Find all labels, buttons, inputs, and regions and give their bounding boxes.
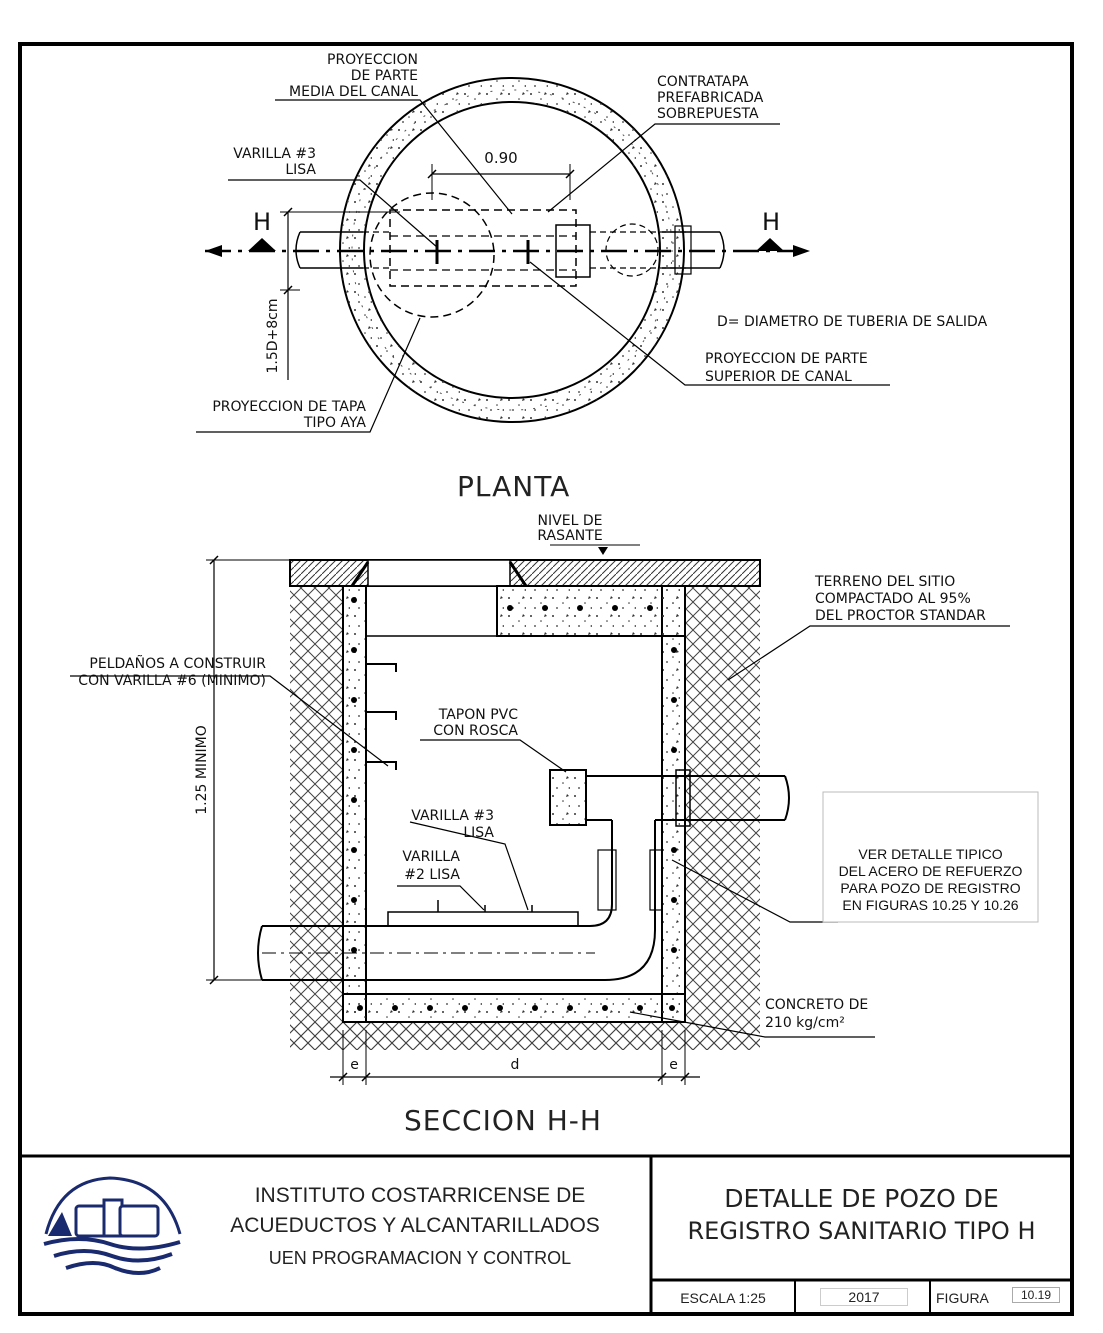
plan-label-proj-media-3: MEDIA DEL CANAL [289,84,418,100]
section-dim-minimo: 1.25 MINIMO [194,725,210,815]
plan-label-proj-media-1: PROYECCION [327,52,418,68]
plan-label-contratapa-1: CONTRATAPA [657,74,749,90]
section-dim-d: d [510,1057,520,1073]
section-note-2: DEL ACERO DE REFUERZO [838,863,1023,879]
plan-label-contratapa-3: SOBREPUESTA [657,106,759,122]
plan-label-tapa-2: TIPO AYA [303,415,366,431]
section-note-3: PARA POZO DE REGISTRO [840,880,1021,896]
section-label-var2-2: #2 LISA [404,867,460,883]
figure-number: 10.19 [1012,1287,1060,1303]
section-label-var3-2: LISA [463,825,494,841]
plan-section-mark-right: H [762,208,781,236]
section-title: SECCION H-H [404,1104,602,1137]
plan-label-diametro: D= DIAMETRO DE TUBERIA DE SALIDA [717,314,988,330]
org-line-2: ACUEDUCTOS Y ALCANTARILLADOS [230,1214,600,1237]
scale-label: ESCALA 1:25 [680,1290,766,1306]
plan-label-proj-sup-2: SUPERIOR DE CANAL [705,369,852,385]
drawing-title-2: REGISTRO SANITARIO TIPO H [687,1217,1036,1245]
section-label-peldanos-1: PELDAÑOS A CONSTRUIR [89,656,266,672]
plan-label-proj-media-2: DE PARTE [350,68,418,84]
org-line-3: UEN PROGRAMACION Y CONTROL [268,1248,572,1268]
section-label-tapon-1: TAPON PVC [438,707,518,723]
plan-dim-vertical: 1.5D+8cm [265,298,281,374]
section-view [70,544,1039,1085]
section-label-terreno-1: TERRENO DEL SITIO [815,574,956,590]
section-note-1: VER DETALLE TIPICO [858,846,1003,862]
section-label-terreno-3: DEL PROCTOR STANDAR [815,608,986,624]
section-label-concreto-1: CONCRETO DE [765,997,869,1013]
section-label-nivel-1: NIVEL DE [537,513,603,529]
plan-label-tapa-1: PROYECCION DE TAPA [212,399,366,415]
section-note-4: EN FIGURAS 10.25 Y 10.26 [842,897,1019,913]
org-line-1: INSTITUTO COSTARRICENSE DE [254,1184,586,1207]
plan-label-varilla-2: LISA [285,162,316,178]
section-label-concreto-2: 210 kg/cm² [765,1015,845,1031]
plan-label-contratapa-2: PREFABRICADA [657,90,764,106]
section-label-var3-1: VARILLA #3 [411,808,494,824]
plan-section-mark-left: H [253,208,272,236]
section-dim-e-right: e [669,1057,678,1073]
section-label-var2-1: VARILLA [402,849,460,865]
section-label-peldanos-2: CON VARILLA #6 (MINIMO) [78,673,266,689]
aya-logo-icon [43,1176,182,1275]
year-label: 2017 [820,1288,908,1306]
section-label-terreno-2: COMPACTADO AL 95% [815,591,971,607]
section-dim-e-left: e [350,1057,359,1073]
plan-title: PLANTA [457,470,571,503]
figure-label: FIGURA [936,1290,989,1306]
section-label-tapon-2: CON ROSCA [433,723,518,739]
plan-view [196,77,890,433]
drawing-title-1: DETALLE DE POZO DE [724,1184,999,1213]
plan-dim-090: 0.90 [484,149,518,167]
plan-label-proj-sup-1: PROYECCION DE PARTE [705,351,868,367]
plan-label-varilla-1: VARILLA #3 [233,146,316,162]
section-label-nivel-2: RASANTE [537,528,603,544]
